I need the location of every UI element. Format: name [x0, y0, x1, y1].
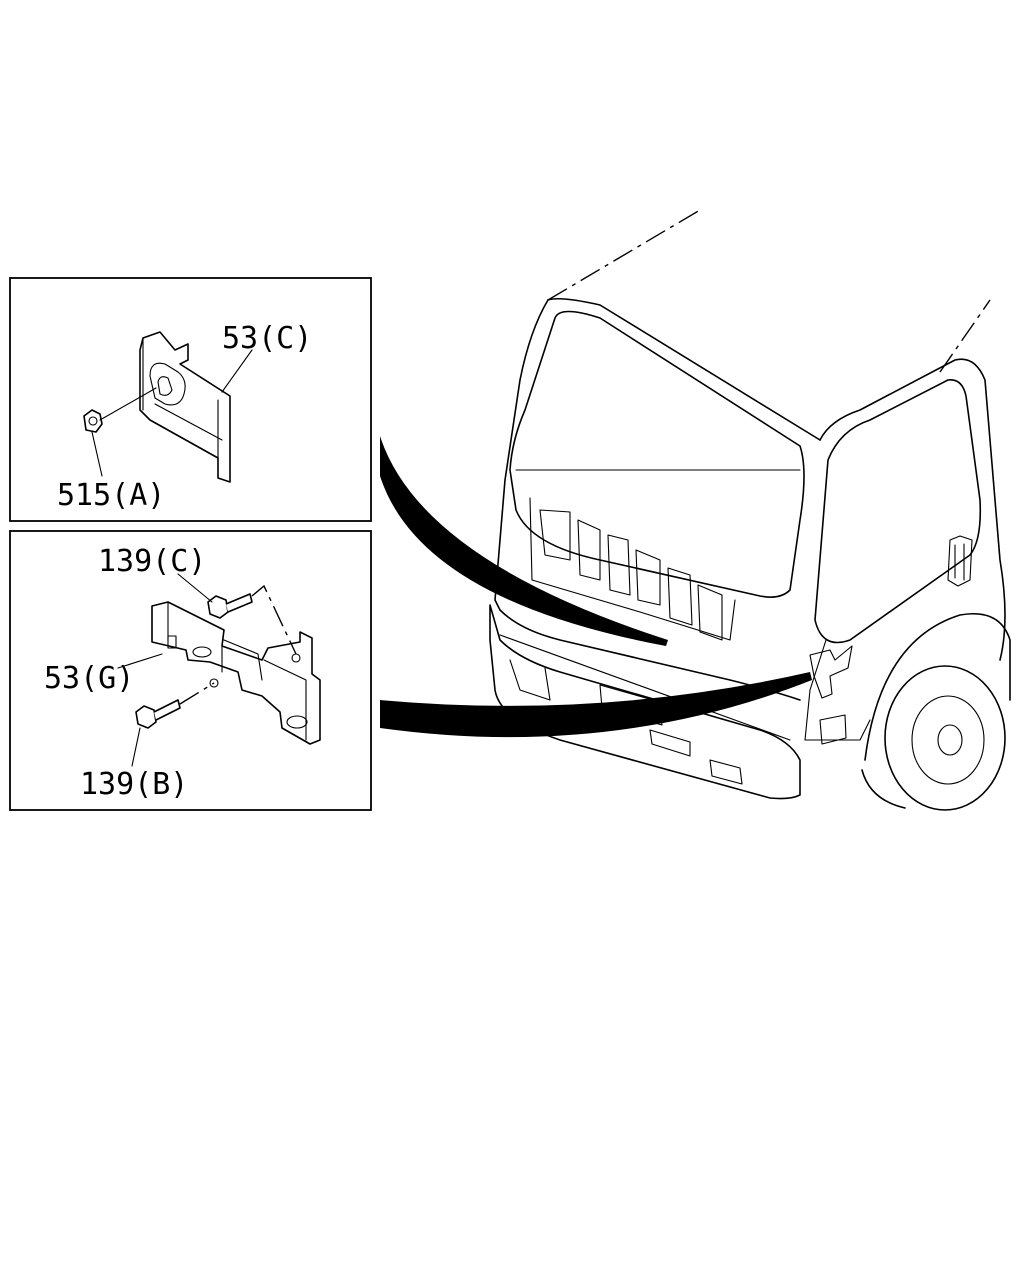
bracket-53c	[139, 331, 231, 483]
leader-53g	[117, 653, 163, 669]
leader-53c	[221, 349, 253, 393]
nut-515a	[83, 409, 103, 433]
detail-box-upper: 53(C) 515(A)	[9, 277, 372, 522]
detail-box-lower: 139(C) 53(G) 139(B)	[9, 530, 372, 811]
callout-53g: 53(G)	[44, 661, 134, 696]
pointer-arrow-upper	[380, 436, 668, 646]
bolt-139c	[207, 593, 253, 619]
truck-cab-illustration	[489, 209, 1011, 811]
callout-139b: 139(B)	[80, 767, 188, 802]
callout-139c: 139(C)	[98, 544, 206, 579]
bolt-139b	[135, 699, 181, 729]
bracket-53g	[151, 601, 321, 745]
leader-515a	[91, 431, 103, 477]
pointer-arrow-lower	[380, 672, 812, 738]
leader-139b	[131, 727, 141, 767]
callout-515a: 515(A)	[57, 478, 165, 513]
callout-53c: 53(C)	[222, 321, 312, 356]
leader-139c	[177, 573, 213, 603]
